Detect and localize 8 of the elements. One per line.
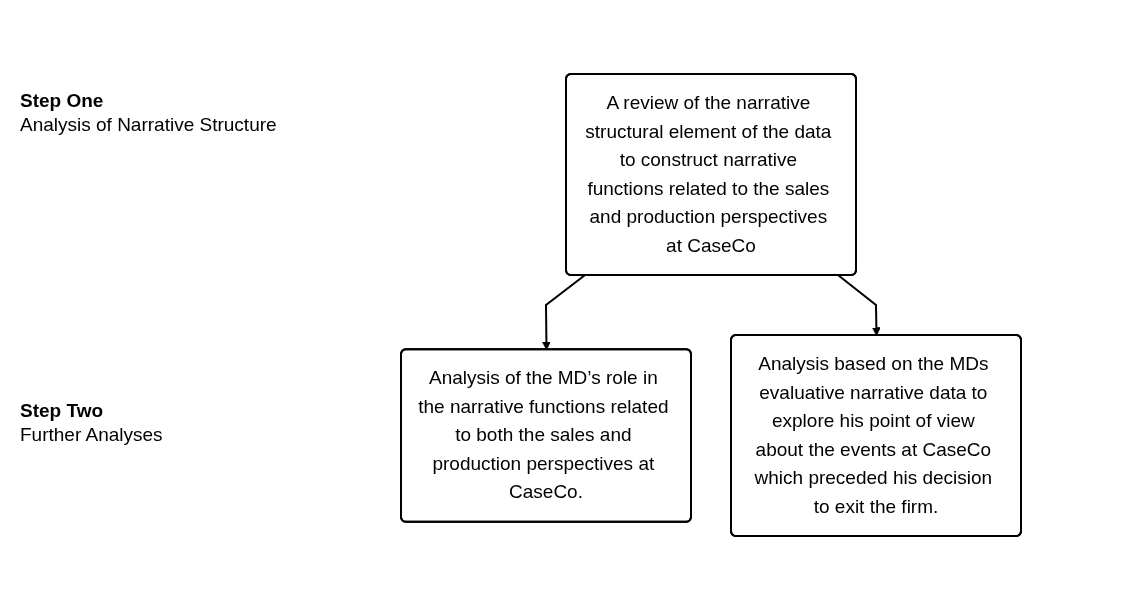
arrow bbox=[837, 274, 881, 336]
node-text: Analysis based on the MDs evaluative narrative data to explore his point of view about the events at CaseCo which preceded his decision to exit the firm. bbox=[754, 353, 992, 517]
step-description: Analysis of Narrative Structure bbox=[20, 114, 277, 136]
node-text: A review of the narrative structural element of the data to construct narrative functions related to the sales and production perspectives at CaseCo bbox=[584, 92, 831, 256]
step-heading: Step Two bbox=[20, 400, 104, 422]
step-heading: Step One bbox=[20, 90, 104, 112]
arrow bbox=[541, 274, 585, 351]
step-description: Further Analyses bbox=[20, 424, 163, 446]
